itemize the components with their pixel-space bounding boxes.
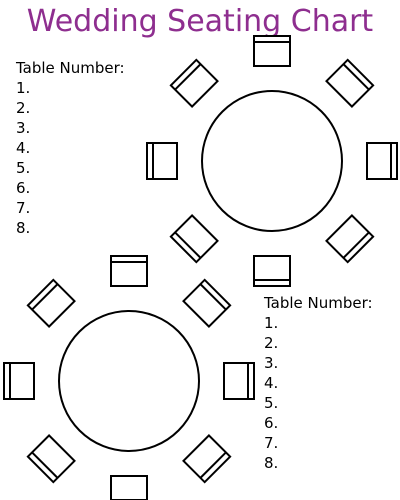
chair-5 [253,255,291,287]
chair-1 [110,255,148,287]
chair-seat [3,362,35,400]
seat-line: 8. [264,454,279,472]
seat-line: 7. [16,199,31,217]
seat-line: 5. [264,394,279,412]
chair-seat [182,278,232,328]
seat-line: 1. [16,79,31,97]
table-top [58,310,200,452]
chair-4 [325,214,375,264]
chair-4 [182,434,232,484]
chair-1 [253,35,291,67]
seat-number-list: 1. 2. 3. 4. 5. 6. 7. 8. [16,78,125,238]
chair-seat [366,142,398,180]
seat-line: 8. [16,219,31,237]
chair-3 [223,362,255,400]
round-table-1 [146,35,398,287]
chair-back [342,63,370,91]
table-number-label: Table Number: [16,59,125,77]
seat-line: 6. [16,179,31,197]
seat-line: 3. [16,119,31,137]
table-number-label: Table Number: [264,294,373,312]
seat-line: 1. [264,314,279,332]
seat-line: 4. [264,374,279,392]
seat-line: 6. [264,414,279,432]
chair-seat [169,58,219,108]
chair-seat [182,434,232,484]
chair-seat [169,214,219,264]
chair-seat [253,35,291,67]
seat-line: 2. [264,334,279,352]
chair-back [342,231,370,259]
chair-2 [182,278,232,328]
chair-seat [253,255,291,287]
seat-line: 7. [264,434,279,452]
chair-6 [26,434,76,484]
chair-back [199,283,227,311]
chair-6 [169,214,219,264]
seat-list-table-2: Table Number: 1. 2. 3. 4. 5. 6. 7. 8. [264,293,373,473]
chair-7 [3,362,35,400]
chair-8 [26,278,76,328]
chair-seat [110,475,148,500]
chair-back [174,231,202,259]
page-title: Wedding Seating Chart [26,4,374,39]
table-top [201,90,343,232]
chair-seat [325,214,375,264]
seat-line: 3. [264,354,279,372]
seat-line: 4. [16,139,31,157]
chair-seat [26,278,76,328]
chair-seat [325,58,375,108]
chair-seat [223,362,255,400]
chair-back [31,283,59,311]
chair-8 [169,58,219,108]
chair-seat [26,434,76,484]
chair-seat [146,142,178,180]
chair-5 [110,475,148,500]
chair-back [31,451,59,479]
chair-3 [366,142,398,180]
chair-seat [110,255,148,287]
seat-list-table-1: Table Number: 1. 2. 3. 4. 5. 6. 7. 8. [16,58,125,238]
seat-line: 5. [16,159,31,177]
chair-7 [146,142,178,180]
seat-number-list: 1. 2. 3. 4. 5. 6. 7. 8. [264,313,373,473]
round-table-2 [3,255,255,500]
chair-back [199,451,227,479]
chair-back [174,63,202,91]
chair-2 [325,58,375,108]
seat-line: 2. [16,99,31,117]
